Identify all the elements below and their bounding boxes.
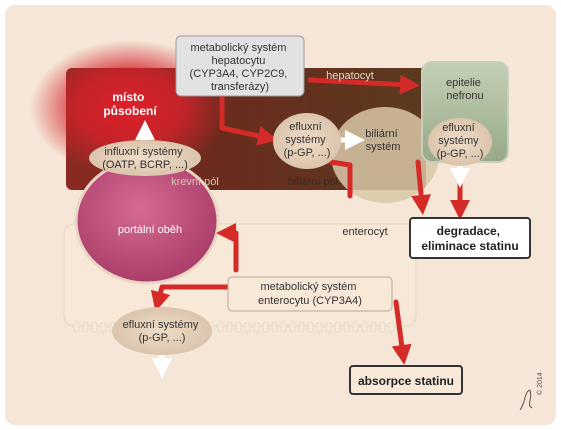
villus [379, 321, 386, 333]
villus [352, 321, 359, 333]
metabolic-hep-line3: (CYP3A4, CYP2C9, [190, 68, 288, 80]
statin-absorption-label: absorpce statinu [358, 374, 454, 388]
metabolic-hep-line2: hepatocytu [212, 55, 266, 67]
villus [226, 321, 233, 333]
efflux-hepatocyte-label: efluxní systémy (p-GP, ...) [284, 121, 331, 159]
efflux-hepatocyte-oval [273, 113, 341, 169]
artist-signature [519, 389, 533, 411]
villus [325, 321, 332, 333]
villus [361, 321, 368, 333]
efflux-hep-line1: efluxní [289, 121, 321, 133]
villus [100, 321, 107, 333]
arrow-metabolic-enterocyte-to-efflux [150, 284, 233, 312]
degradation-box [409, 217, 531, 259]
nephron-label: epitelie nefronu [446, 77, 484, 102]
metabolic-ent-line1: metabolický systém [260, 281, 356, 293]
site-of-action-line2: působení [103, 104, 157, 118]
villus [334, 321, 341, 333]
influx-systems-label: influxní systémy (OATP, BCRP, ...) [102, 146, 188, 171]
influx-oval [89, 140, 201, 176]
hepatocyte-label: hepatocyt [326, 70, 374, 82]
villus [253, 321, 260, 333]
villus [244, 321, 251, 333]
efflux-ent-line1: efluxní systémy [123, 319, 199, 331]
influx-line1: influxní systémy [104, 146, 183, 158]
efflux-enterocyte-oval [112, 307, 212, 355]
villus [271, 321, 278, 333]
site-of-action-label: místo působení [103, 90, 157, 118]
villus [262, 321, 269, 333]
villus [316, 321, 323, 333]
metabolic-ent-line2: enterocytu (CYP3A4) [258, 295, 362, 307]
efflux-neph-line3: (p-GP, ...) [437, 148, 484, 160]
efflux-hep-line3: (p-GP, ...) [284, 147, 331, 159]
efflux-enterocyte-label: efluxní systémy (p-GP, ...) [123, 319, 202, 344]
metabolic-enterocyte-label: metabolický systém enterocytu (CYP3A4) [258, 281, 362, 307]
efflux-hep-line2: systémy [285, 134, 326, 146]
site-of-action-line1: místo [112, 90, 144, 104]
blood-pole-label: krevní pól [171, 176, 219, 188]
efflux-neph-line1: efluxní [442, 122, 474, 134]
villus [91, 321, 98, 333]
influx-line2: (OATP, BCRP, ...) [102, 159, 188, 171]
arrow-enterocyte-to-portal [216, 223, 239, 273]
metabolic-hepatocyte-box [175, 35, 305, 97]
portal-circulation-label: portální oběh [118, 224, 182, 236]
villus [307, 321, 314, 333]
statin-absorption-box [349, 365, 463, 395]
arrow-absorption-up [391, 299, 412, 365]
villus [388, 321, 395, 333]
metabolic-hep-line1: metabolický systém [190, 42, 286, 54]
biliary-pole-label: biliární pól [288, 176, 338, 188]
arrow-metabolic-to-efflux [219, 92, 278, 146]
nephron-line2: nefronu [446, 90, 483, 102]
copyright-text: © 2014 [536, 372, 544, 395]
villus [280, 321, 287, 333]
efflux-ent-line2: (p-GP, ...) [139, 332, 186, 344]
metabolic-enterocyte-box [227, 276, 393, 312]
nephron-line1: epitelie [446, 77, 481, 89]
degradation-line1: degradace, [437, 224, 500, 238]
biliary-line1: biliární [365, 128, 397, 140]
villus [289, 321, 296, 333]
villus [370, 321, 377, 333]
arrow-biliary-to-degradation [411, 159, 432, 215]
degradation-line2: eliminace statinu [421, 239, 518, 253]
metabolic-hepatocyte-label: metabolický systém hepatocytu (CYP3A4, C… [190, 42, 291, 93]
villus [298, 321, 305, 333]
biliary-system-label: biliární systém [365, 128, 400, 153]
villus [73, 321, 80, 333]
villus [343, 321, 350, 333]
villus [235, 321, 242, 333]
enterocyte-label: enterocyt [342, 226, 387, 238]
degradation-label: degradace, eliminace statinu [421, 224, 518, 253]
biliary-line2: systém [366, 141, 401, 153]
villus [217, 321, 224, 333]
metabolic-hep-line4: transferázy) [211, 81, 269, 93]
villus [82, 321, 89, 333]
efflux-nephron-oval [428, 118, 492, 166]
arrow-to-nephron [307, 74, 420, 95]
efflux-nephron-label: efluxní systémy (p-GP, ...) [437, 122, 484, 160]
efflux-neph-line2: systémy [438, 135, 479, 147]
